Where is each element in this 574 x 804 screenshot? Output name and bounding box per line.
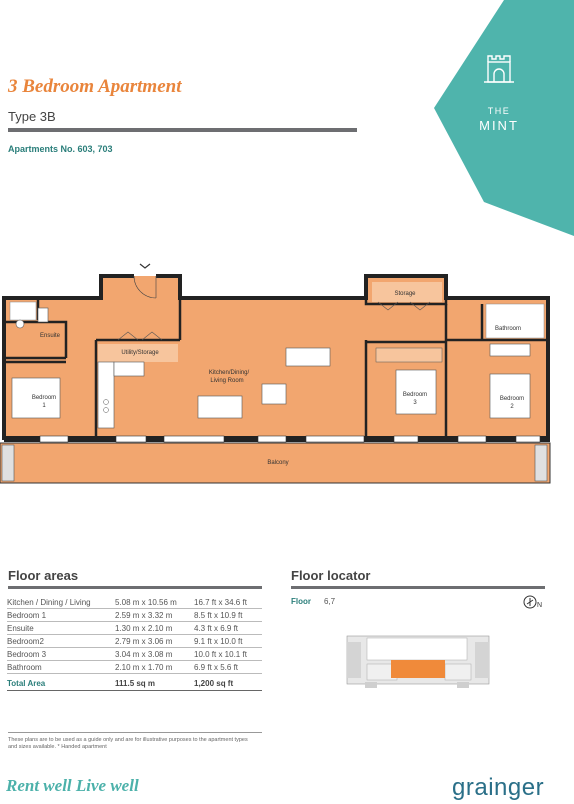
- bedroom2-label-2: 2: [510, 404, 514, 410]
- compass-icon: N: [523, 595, 542, 609]
- ensuite-label: Ensuite: [40, 333, 61, 339]
- table-row: Bedroom2 2.79 m x 3.06 m 9.1 ft x 10.0 f…: [7, 634, 262, 648]
- logo-line1: THE: [488, 106, 511, 116]
- utility-label: Utility/Storage: [121, 350, 159, 356]
- disclaimer-divider: [8, 732, 262, 733]
- floor-locator-map: [346, 635, 490, 688]
- table-row: Kitchen / Dining / Living 5.08 m x 10.56…: [7, 596, 262, 609]
- bedroom2-label-1: Bedroom: [500, 396, 524, 402]
- bedroom3-label-2: 3: [413, 400, 417, 406]
- storage-label: Storage: [394, 291, 416, 297]
- bedroom1-label-2: 1: [42, 403, 46, 409]
- bathroom-label: Bathroom: [495, 326, 521, 332]
- floor-areas-table: Kitchen / Dining / Living 5.08 m x 10.56…: [7, 596, 262, 691]
- floor-label: Floor: [291, 597, 311, 606]
- bedroom1-label-1: Bedroom: [32, 395, 56, 401]
- bedroom3-label-1: Bedroom: [403, 392, 427, 398]
- brand-logo: grainger: [452, 774, 545, 801]
- table-row: Bathroom 2.10 m x 1.70 m 6.9 ft x 5.6 ft: [7, 660, 262, 674]
- floor-areas-divider: [8, 586, 262, 589]
- disclaimer-text: These plans are to be used as a guide on…: [8, 737, 248, 750]
- apartment-type: Type 3B: [8, 109, 56, 124]
- floor-plan: Storage Ensuite Utility/Storage Kitchen/…: [0, 263, 551, 484]
- floor-value: 6,7: [324, 597, 336, 606]
- balcony-area: [0, 442, 551, 484]
- page-title: 3 Bedroom Apartment: [8, 76, 182, 97]
- floor-locator-heading: Floor locator: [291, 568, 371, 583]
- table-row: Ensuite 1.30 m x 2.10 m 4.3 ft x 6.9 ft: [7, 621, 262, 635]
- header-divider: [8, 128, 357, 132]
- floor-areas-heading: Floor areas: [8, 568, 79, 583]
- apartment-numbers: Apartments No. 603, 703: [8, 144, 113, 154]
- total-row: Total Area 111.5 sq m 1,200 sq ft: [7, 673, 262, 691]
- highlighted-apartment: [391, 660, 445, 678]
- svg-text:N: N: [537, 602, 542, 609]
- floor-area: [4, 276, 550, 438]
- floor-locator-divider: [291, 586, 545, 589]
- table-row: Bedroom 3 3.04 m x 3.08 m 10.0 ft x 10.1…: [7, 647, 262, 661]
- table-row: Bedroom 1 2.59 m x 3.32 m 8.5 ft x 10.9 …: [7, 608, 262, 622]
- logo-badge: THE MINT: [434, 0, 574, 236]
- logo-line2: MINT: [479, 118, 519, 133]
- kitchen-label-2: Living Room: [210, 378, 243, 384]
- castle-icon: [484, 55, 514, 83]
- kitchen-label-1: Kitchen/Dining/: [209, 370, 250, 376]
- tagline: Rent well Live well: [6, 776, 139, 795]
- balcony-label: Balcony: [267, 460, 288, 466]
